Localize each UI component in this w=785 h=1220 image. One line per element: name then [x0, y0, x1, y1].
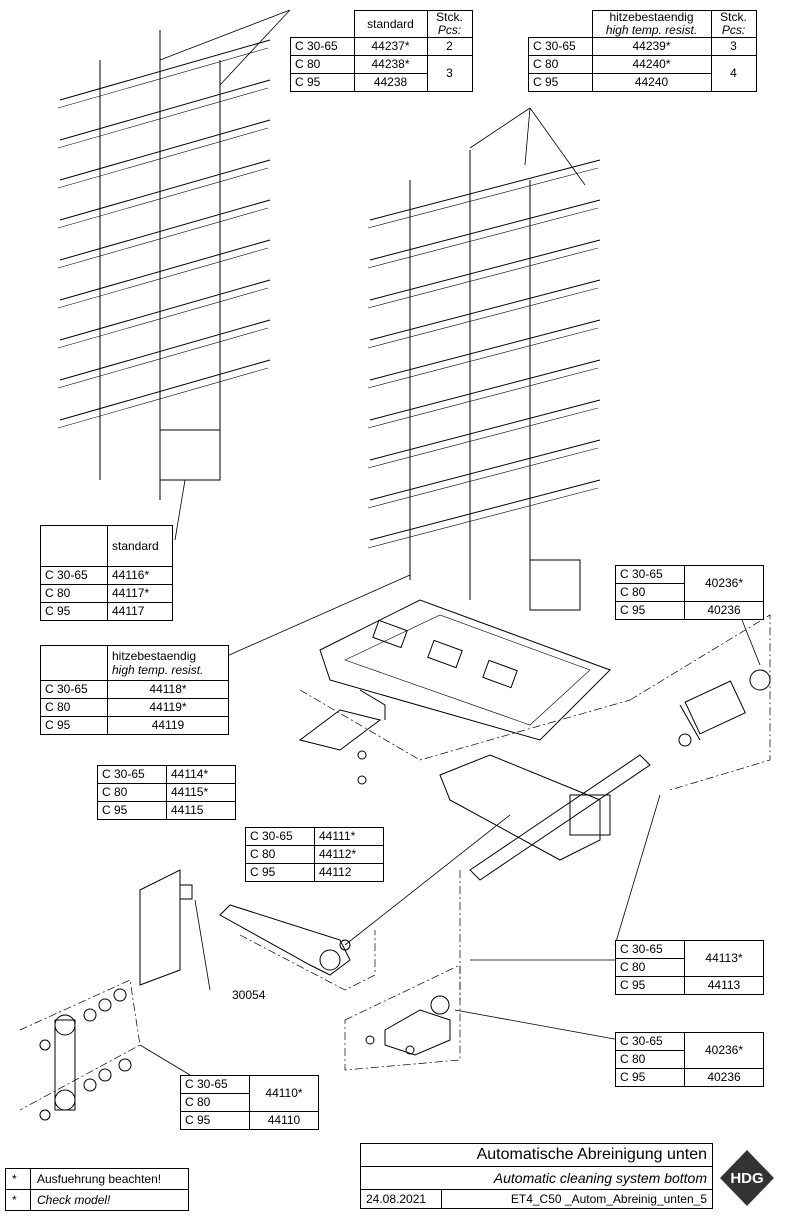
drawing-date: 24.08.2021	[360, 1189, 442, 1209]
col-header: standard	[353, 10, 428, 38]
qty-header: Stck.Pcs:	[710, 10, 757, 38]
drawing-file: ET4_C50 _Autom_Abreinig_unten_5	[441, 1189, 713, 1209]
svg-text:HDG: HDG	[730, 1170, 763, 1187]
part-label-30054: 30054	[232, 988, 266, 1002]
lever-arm	[219, 904, 351, 976]
title-en: Automatic cleaning system bottom	[360, 1166, 713, 1190]
bearing-bracket	[365, 995, 451, 1056]
left-turbulator-rack	[57, 30, 271, 500]
col-header: standard	[107, 525, 173, 567]
coupling	[678, 669, 771, 747]
title-de: Automatische Abreinigung unten	[360, 1143, 713, 1167]
hdg-logo: HDG	[720, 1150, 774, 1206]
notes-box: *Ausfuehrung beachten! *Check model!	[5, 1168, 189, 1211]
title-block: Automatische Abreinigung unten Automatic…	[360, 1143, 713, 1209]
linkage-rod	[39, 988, 132, 1121]
right-turbulator-rack	[367, 150, 601, 611]
qty-header: Stck.Pcs:	[426, 10, 473, 38]
shaft-assembly	[439, 754, 651, 881]
cleaning-plate	[319, 599, 611, 741]
